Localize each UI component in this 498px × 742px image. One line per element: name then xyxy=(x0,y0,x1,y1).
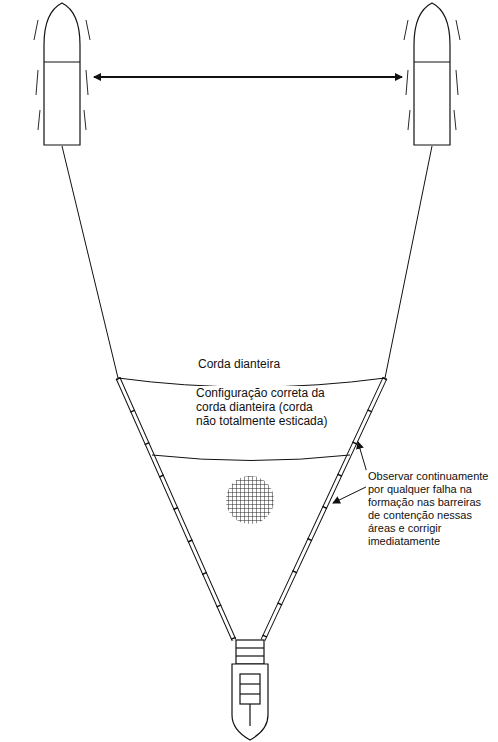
tow-line xyxy=(62,146,432,378)
containment-boom xyxy=(118,378,385,640)
distance-arrow xyxy=(94,76,402,78)
skimmer-vessel xyxy=(232,640,268,740)
towing-boat xyxy=(34,3,90,145)
front-rope xyxy=(118,378,385,461)
oil-slick xyxy=(226,476,274,524)
towing-boat xyxy=(404,3,460,145)
monitoring-note: Observar continuamente por qualquer falh… xyxy=(366,470,494,548)
configuration-note: Configuração correta da corda dianteira … xyxy=(194,386,334,428)
leader-line xyxy=(333,442,368,503)
rope-label: Corda dianteira xyxy=(196,357,310,371)
